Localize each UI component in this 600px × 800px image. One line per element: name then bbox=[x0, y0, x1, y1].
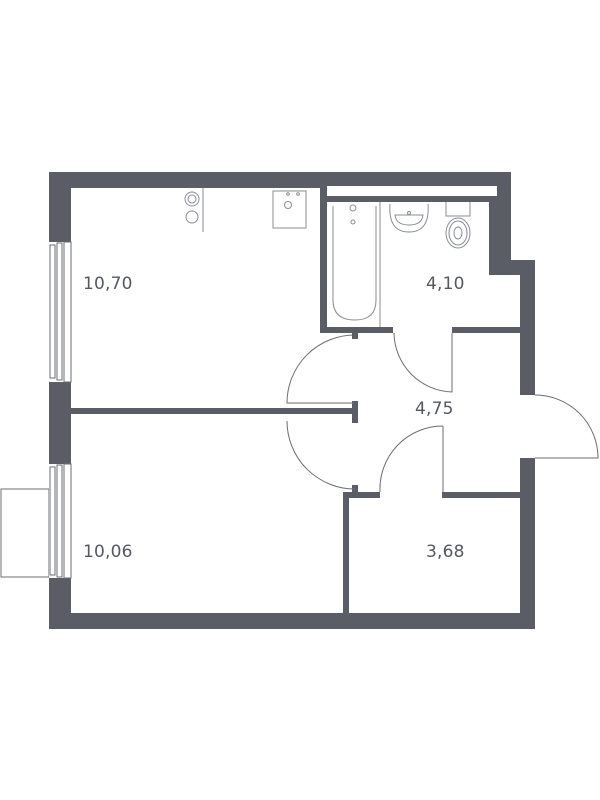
washbasin-icon bbox=[389, 203, 429, 233]
sink-icon bbox=[272, 190, 307, 229]
outer-walls bbox=[49, 172, 535, 629]
window-kitchen bbox=[49, 241, 72, 383]
bathtub-icon bbox=[332, 202, 381, 327]
door-storage[interactable] bbox=[379, 425, 444, 493]
toilet-icon bbox=[445, 202, 471, 249]
door-bathroom[interactable] bbox=[393, 332, 453, 393]
room-area-bathroom: 4,10 bbox=[426, 274, 465, 294]
balcony bbox=[0, 488, 50, 578]
door-entrance[interactable] bbox=[534, 394, 599, 459]
door-kitchen[interactable] bbox=[286, 333, 358, 404]
stove-icon bbox=[184, 188, 204, 232]
room-area-hallway: 4,75 bbox=[415, 399, 454, 419]
room-area-storage: 3,68 bbox=[426, 542, 465, 562]
door-bedroom[interactable] bbox=[286, 420, 356, 490]
room-area-bedroom: 10,06 bbox=[83, 542, 133, 562]
room-area-kitchen: 10,70 bbox=[83, 274, 133, 294]
window-bedroom bbox=[49, 463, 72, 579]
